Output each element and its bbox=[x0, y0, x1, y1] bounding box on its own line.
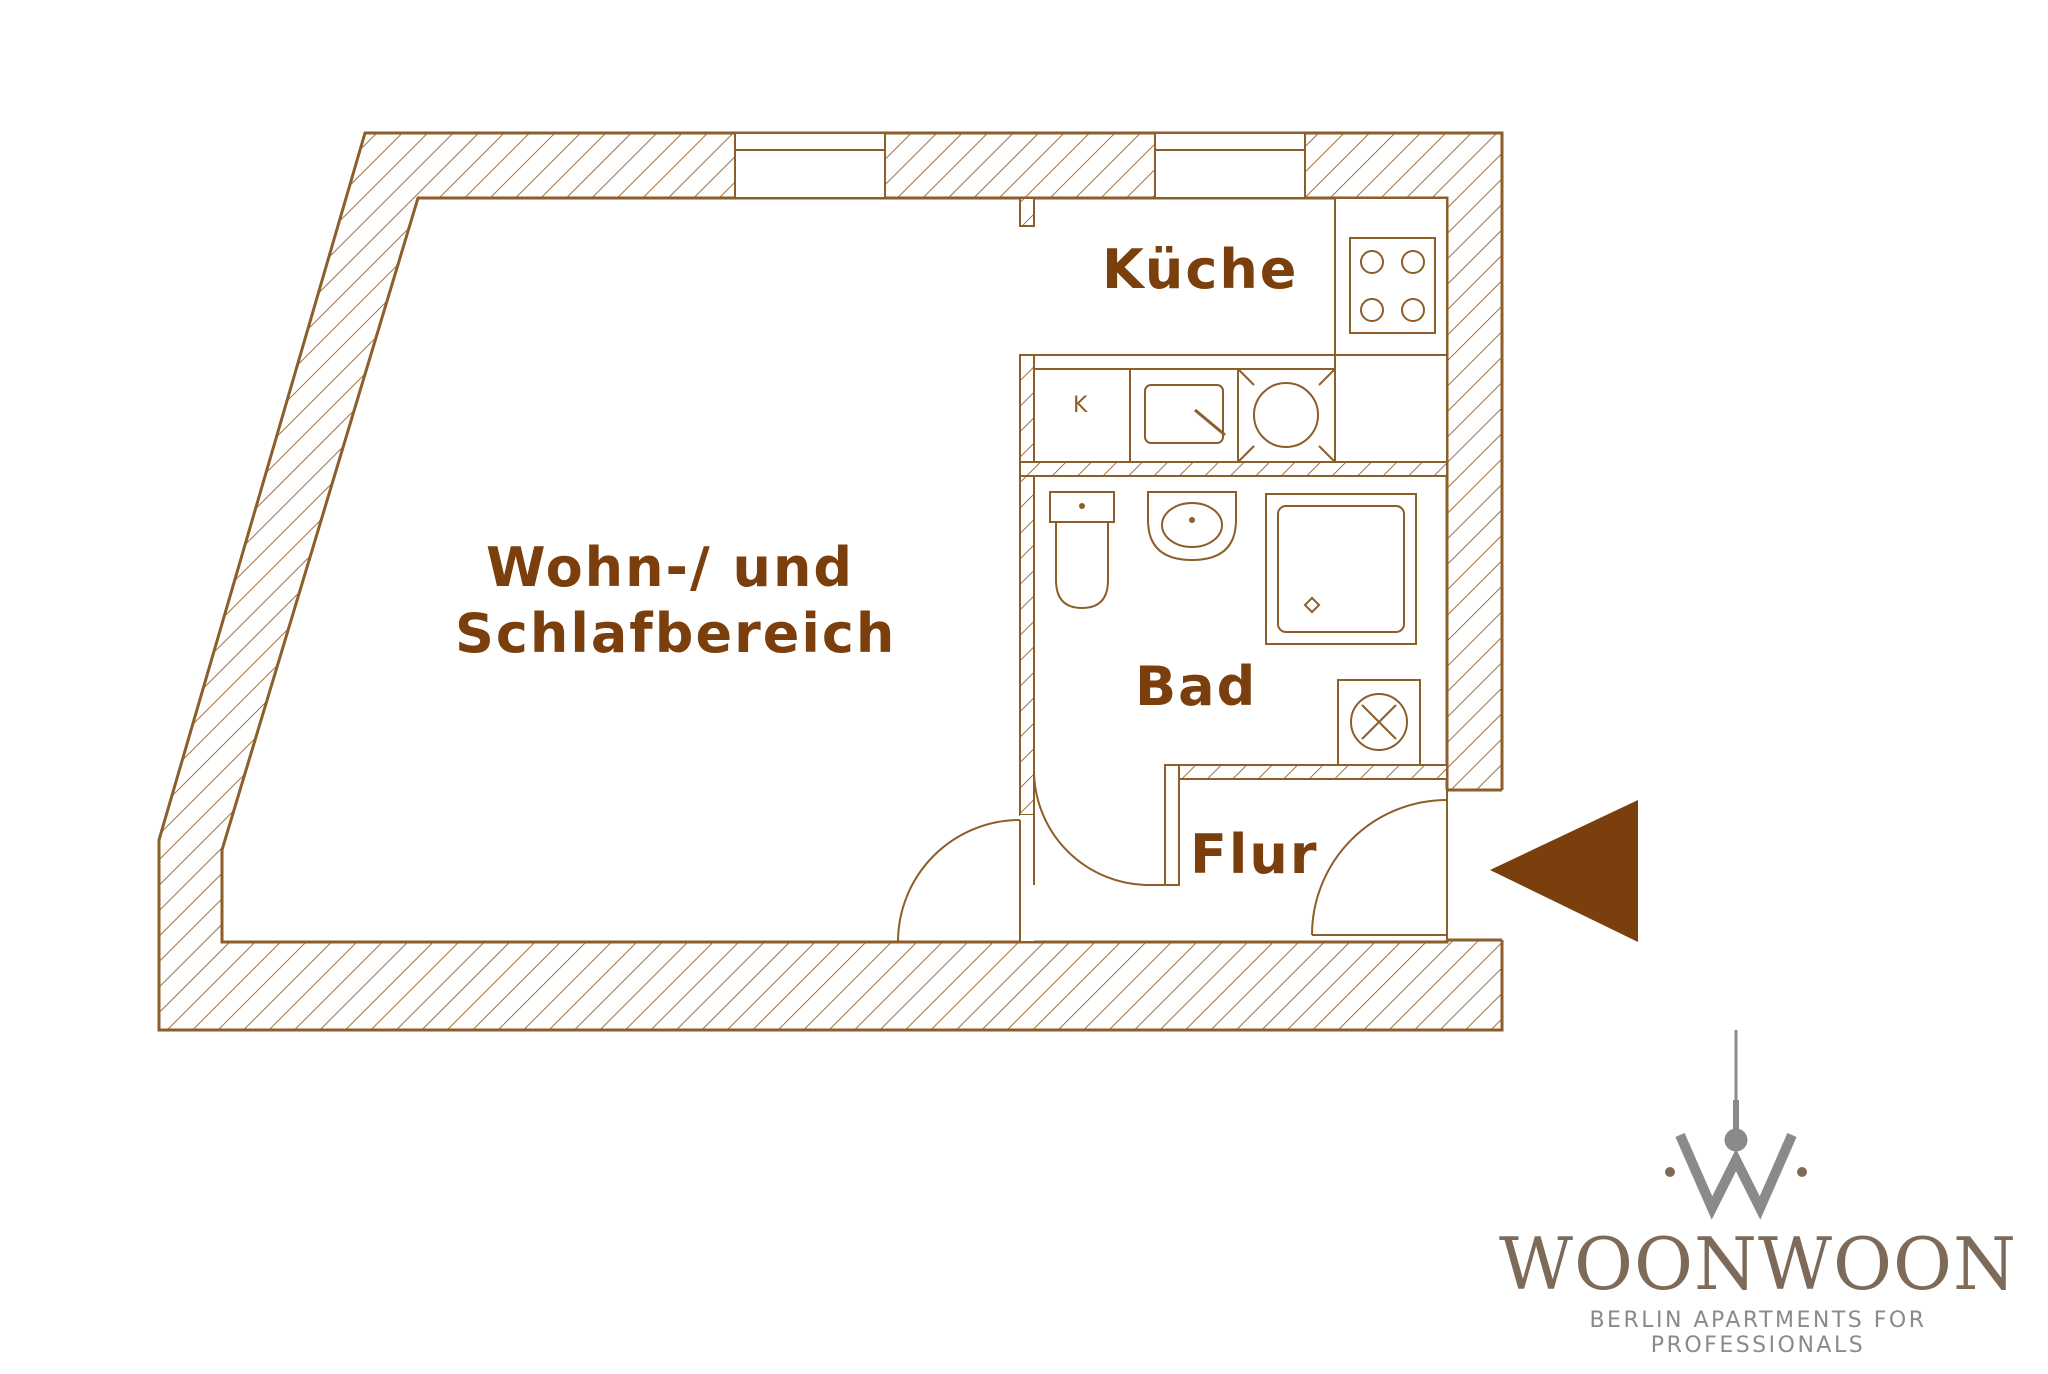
appliance-label-k: K bbox=[1073, 393, 1088, 418]
window-kitchen bbox=[1154, 132, 1306, 199]
entrance-arrow-icon bbox=[1490, 800, 1638, 942]
room-label-hallway: Flur bbox=[1190, 823, 1319, 886]
logo-brand: WOONWOON bbox=[1498, 1222, 2018, 1306]
washbasin-icon bbox=[1147, 491, 1237, 562]
tv-tower-icon bbox=[1724, 1030, 1748, 1152]
toilet-icon bbox=[1049, 491, 1115, 610]
bathroom-wall-top bbox=[1019, 461, 1448, 477]
room-label-kitchen: Küche bbox=[1102, 238, 1299, 301]
room-label-living-line2: Schlafbereich bbox=[455, 602, 897, 665]
logo-tagline: BERLIN APARTMENTS FOR PROFESSIONALS bbox=[1589, 1308, 1927, 1358]
sink-icon bbox=[1129, 368, 1239, 463]
washing-machine-icon bbox=[1337, 679, 1421, 766]
room-label-bathroom: Bad bbox=[1135, 655, 1258, 718]
shower-icon bbox=[1265, 493, 1417, 645]
door-living bbox=[897, 819, 1021, 943]
door-entrance bbox=[1311, 790, 1448, 942]
room-label-living: Wohn-/ und Schlafbereich bbox=[455, 535, 897, 667]
living-wall-stub bbox=[1020, 815, 1034, 942]
window-living bbox=[734, 132, 886, 199]
room-label-living-line1: Wohn-/ und bbox=[485, 536, 855, 599]
corner-cabinet bbox=[1334, 354, 1448, 463]
stove-icon bbox=[1334, 197, 1448, 356]
logo-w-mark bbox=[1665, 1132, 1807, 1220]
flur-wall-left bbox=[1164, 764, 1180, 886]
kitchen-wall-stub bbox=[1019, 197, 1035, 227]
bathroom-wall-bottom bbox=[1177, 764, 1448, 780]
bathroom-wall-left bbox=[1019, 354, 1035, 816]
door-bathroom bbox=[1033, 769, 1170, 886]
entrance-door-gap bbox=[1440, 790, 1510, 940]
